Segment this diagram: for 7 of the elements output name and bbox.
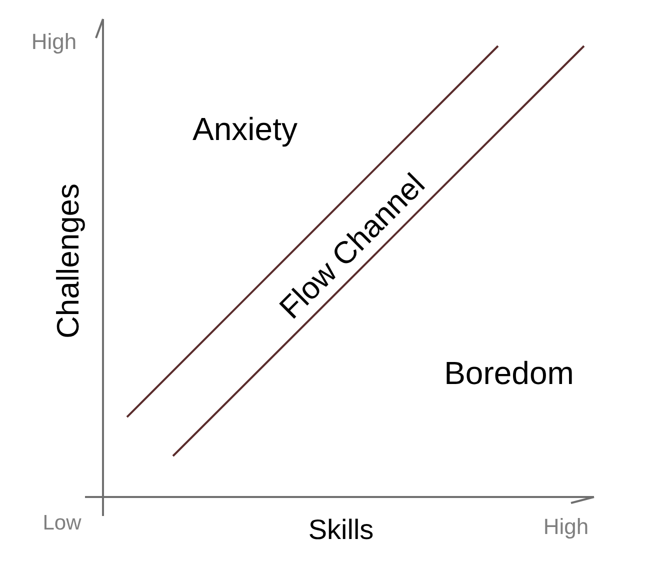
axis-title: Skills [308, 516, 374, 544]
region-label: Boredom [444, 357, 574, 389]
axis-title: Challenges [52, 183, 84, 339]
axis-end-label: High [543, 516, 589, 538]
axis-end-label: Low [42, 512, 82, 534]
axis-end-label: High [31, 31, 77, 53]
region-label: Anxiety [192, 113, 298, 145]
